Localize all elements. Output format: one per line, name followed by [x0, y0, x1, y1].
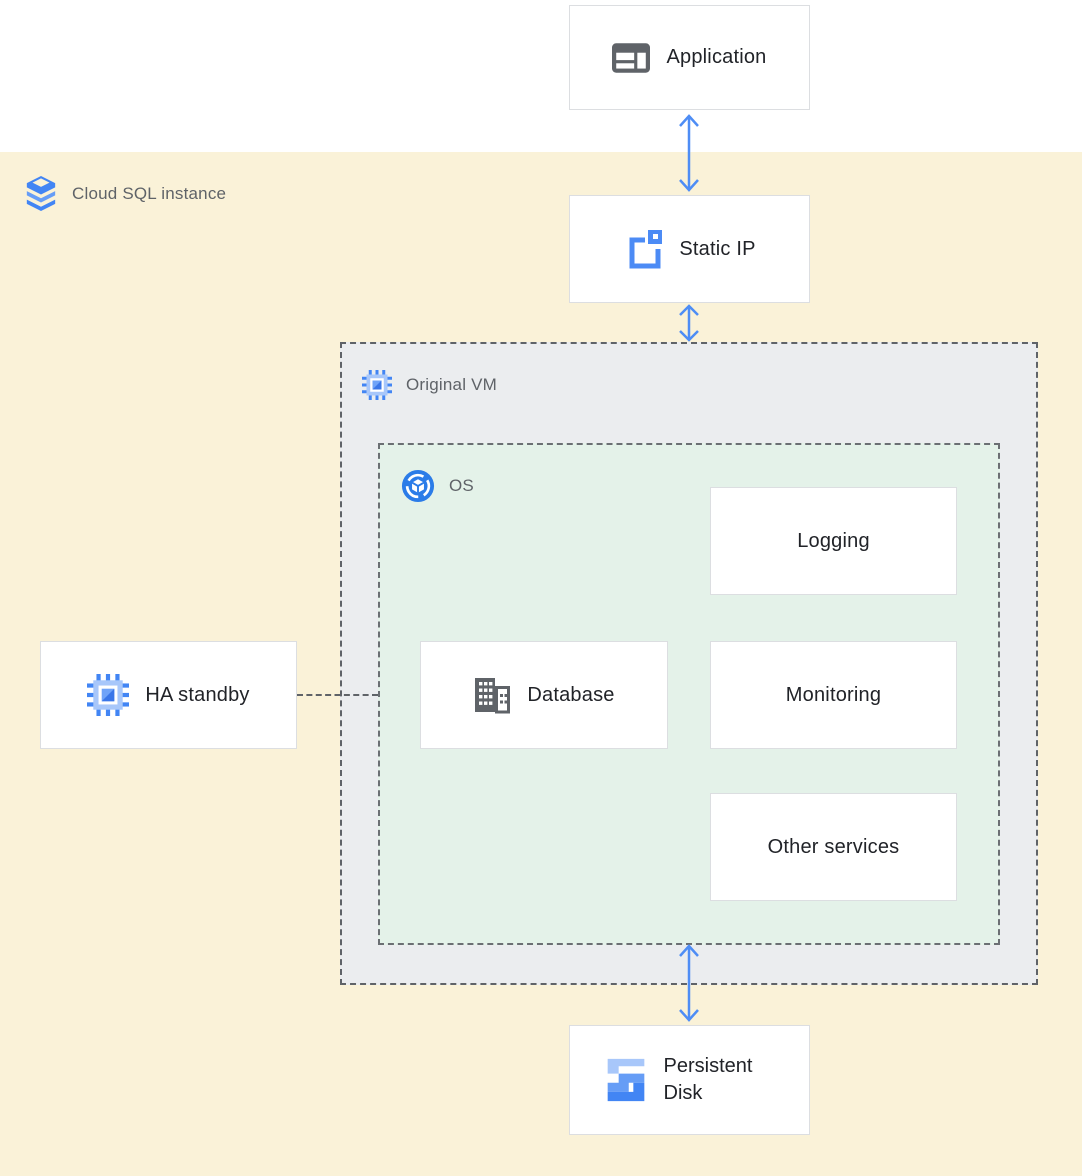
- static-ip-node: Static IP: [569, 195, 810, 303]
- cloud-sql-instance-text: Cloud SQL instance: [72, 184, 227, 203]
- arrow-staticip-vm: [676, 304, 702, 342]
- application-node: Application: [569, 5, 810, 110]
- application-window-icon: [612, 42, 651, 73]
- database-node: Database: [420, 641, 668, 749]
- os-text: OS: [449, 476, 474, 495]
- arrow-application-staticip: [676, 114, 702, 192]
- static-ip-icon: [623, 229, 663, 269]
- monitoring-node: Monitoring: [710, 641, 957, 749]
- ha-standby-label: HA standby: [145, 683, 250, 706]
- persistent-disk-label: Persistent Disk: [663, 1055, 753, 1104]
- cloud-sql-icon: [24, 176, 58, 212]
- compute-engine-icon: [362, 370, 392, 400]
- os-icon: [401, 469, 435, 503]
- database-label: Database: [527, 683, 615, 706]
- logging-label: Logging: [797, 529, 870, 552]
- datacenter-building-icon: [473, 676, 511, 714]
- logging-node: Logging: [710, 487, 957, 595]
- persistent-disk-node: Persistent Disk: [569, 1025, 810, 1135]
- other-services-node: Other services: [710, 793, 957, 901]
- persistent-disk-icon: [604, 1057, 648, 1103]
- os-label: OS: [401, 469, 474, 503]
- cloud-sql-instance-label: Cloud SQL instance: [24, 176, 226, 212]
- monitoring-label: Monitoring: [785, 683, 882, 706]
- original-vm-text: Original VM: [406, 375, 498, 394]
- other-services-label: Other services: [767, 835, 900, 858]
- dashed-line-ha-to-vm: [297, 694, 378, 696]
- arrow-vm-persistentdisk: [676, 944, 702, 1022]
- ha-standby-node: HA standby: [40, 641, 297, 749]
- compute-engine-icon: [87, 674, 130, 716]
- original-vm-label: Original VM: [362, 370, 497, 400]
- static-ip-label: Static IP: [679, 237, 756, 260]
- application-label: Application: [666, 46, 767, 68]
